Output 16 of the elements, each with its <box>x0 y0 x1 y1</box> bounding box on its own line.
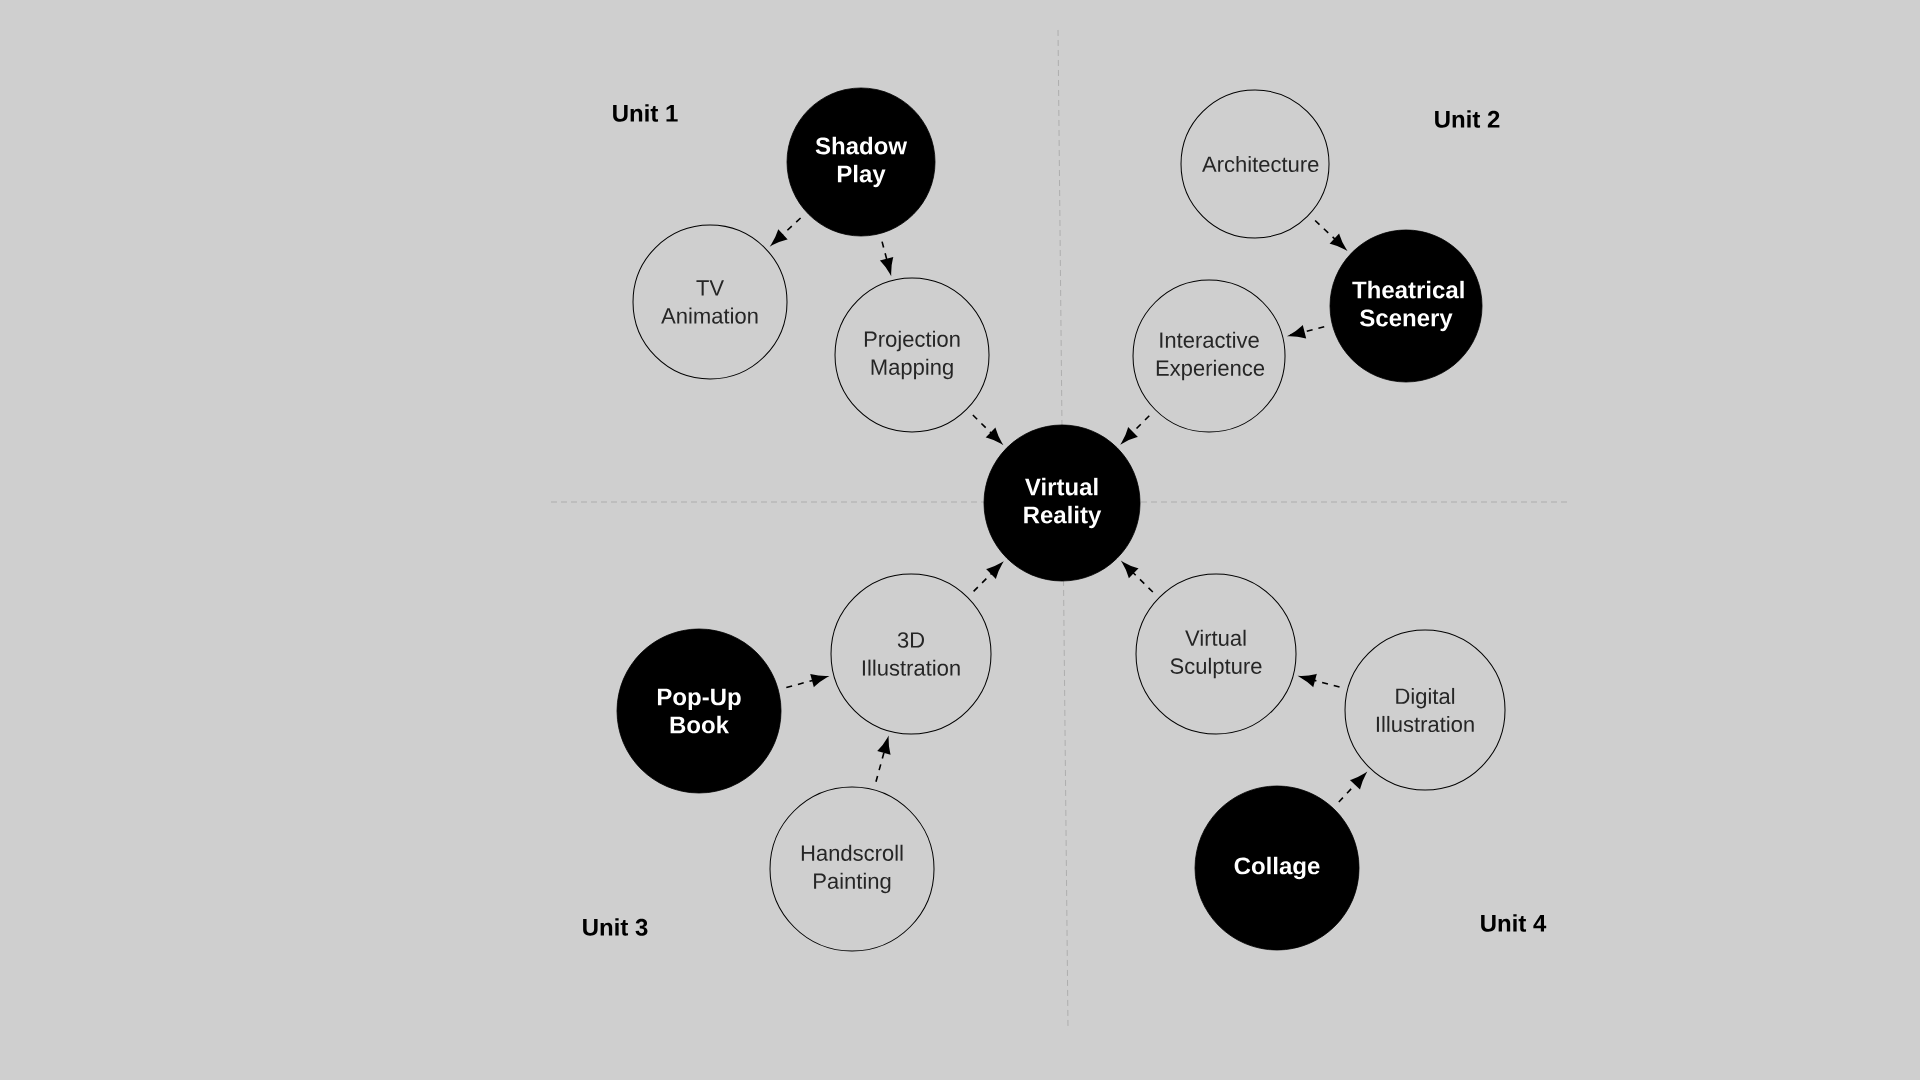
unit-label: Unit 2 <box>1435 110 1500 128</box>
arrow <box>1289 325 1325 339</box>
arrow <box>1122 562 1154 593</box>
arrow <box>785 674 828 689</box>
arrow <box>1314 219 1346 250</box>
unit-label: Unit 1 <box>613 104 678 122</box>
unit-label: Unit 4 <box>1481 914 1547 932</box>
arrow <box>771 217 802 246</box>
arrow <box>880 240 893 274</box>
arrow <box>972 562 1003 593</box>
arrow <box>875 737 891 783</box>
arrow <box>1338 773 1366 803</box>
arrow <box>1299 674 1341 688</box>
arrow <box>972 414 1002 444</box>
arrow <box>1121 414 1151 444</box>
unit-label: Unit 3 <box>583 918 648 936</box>
